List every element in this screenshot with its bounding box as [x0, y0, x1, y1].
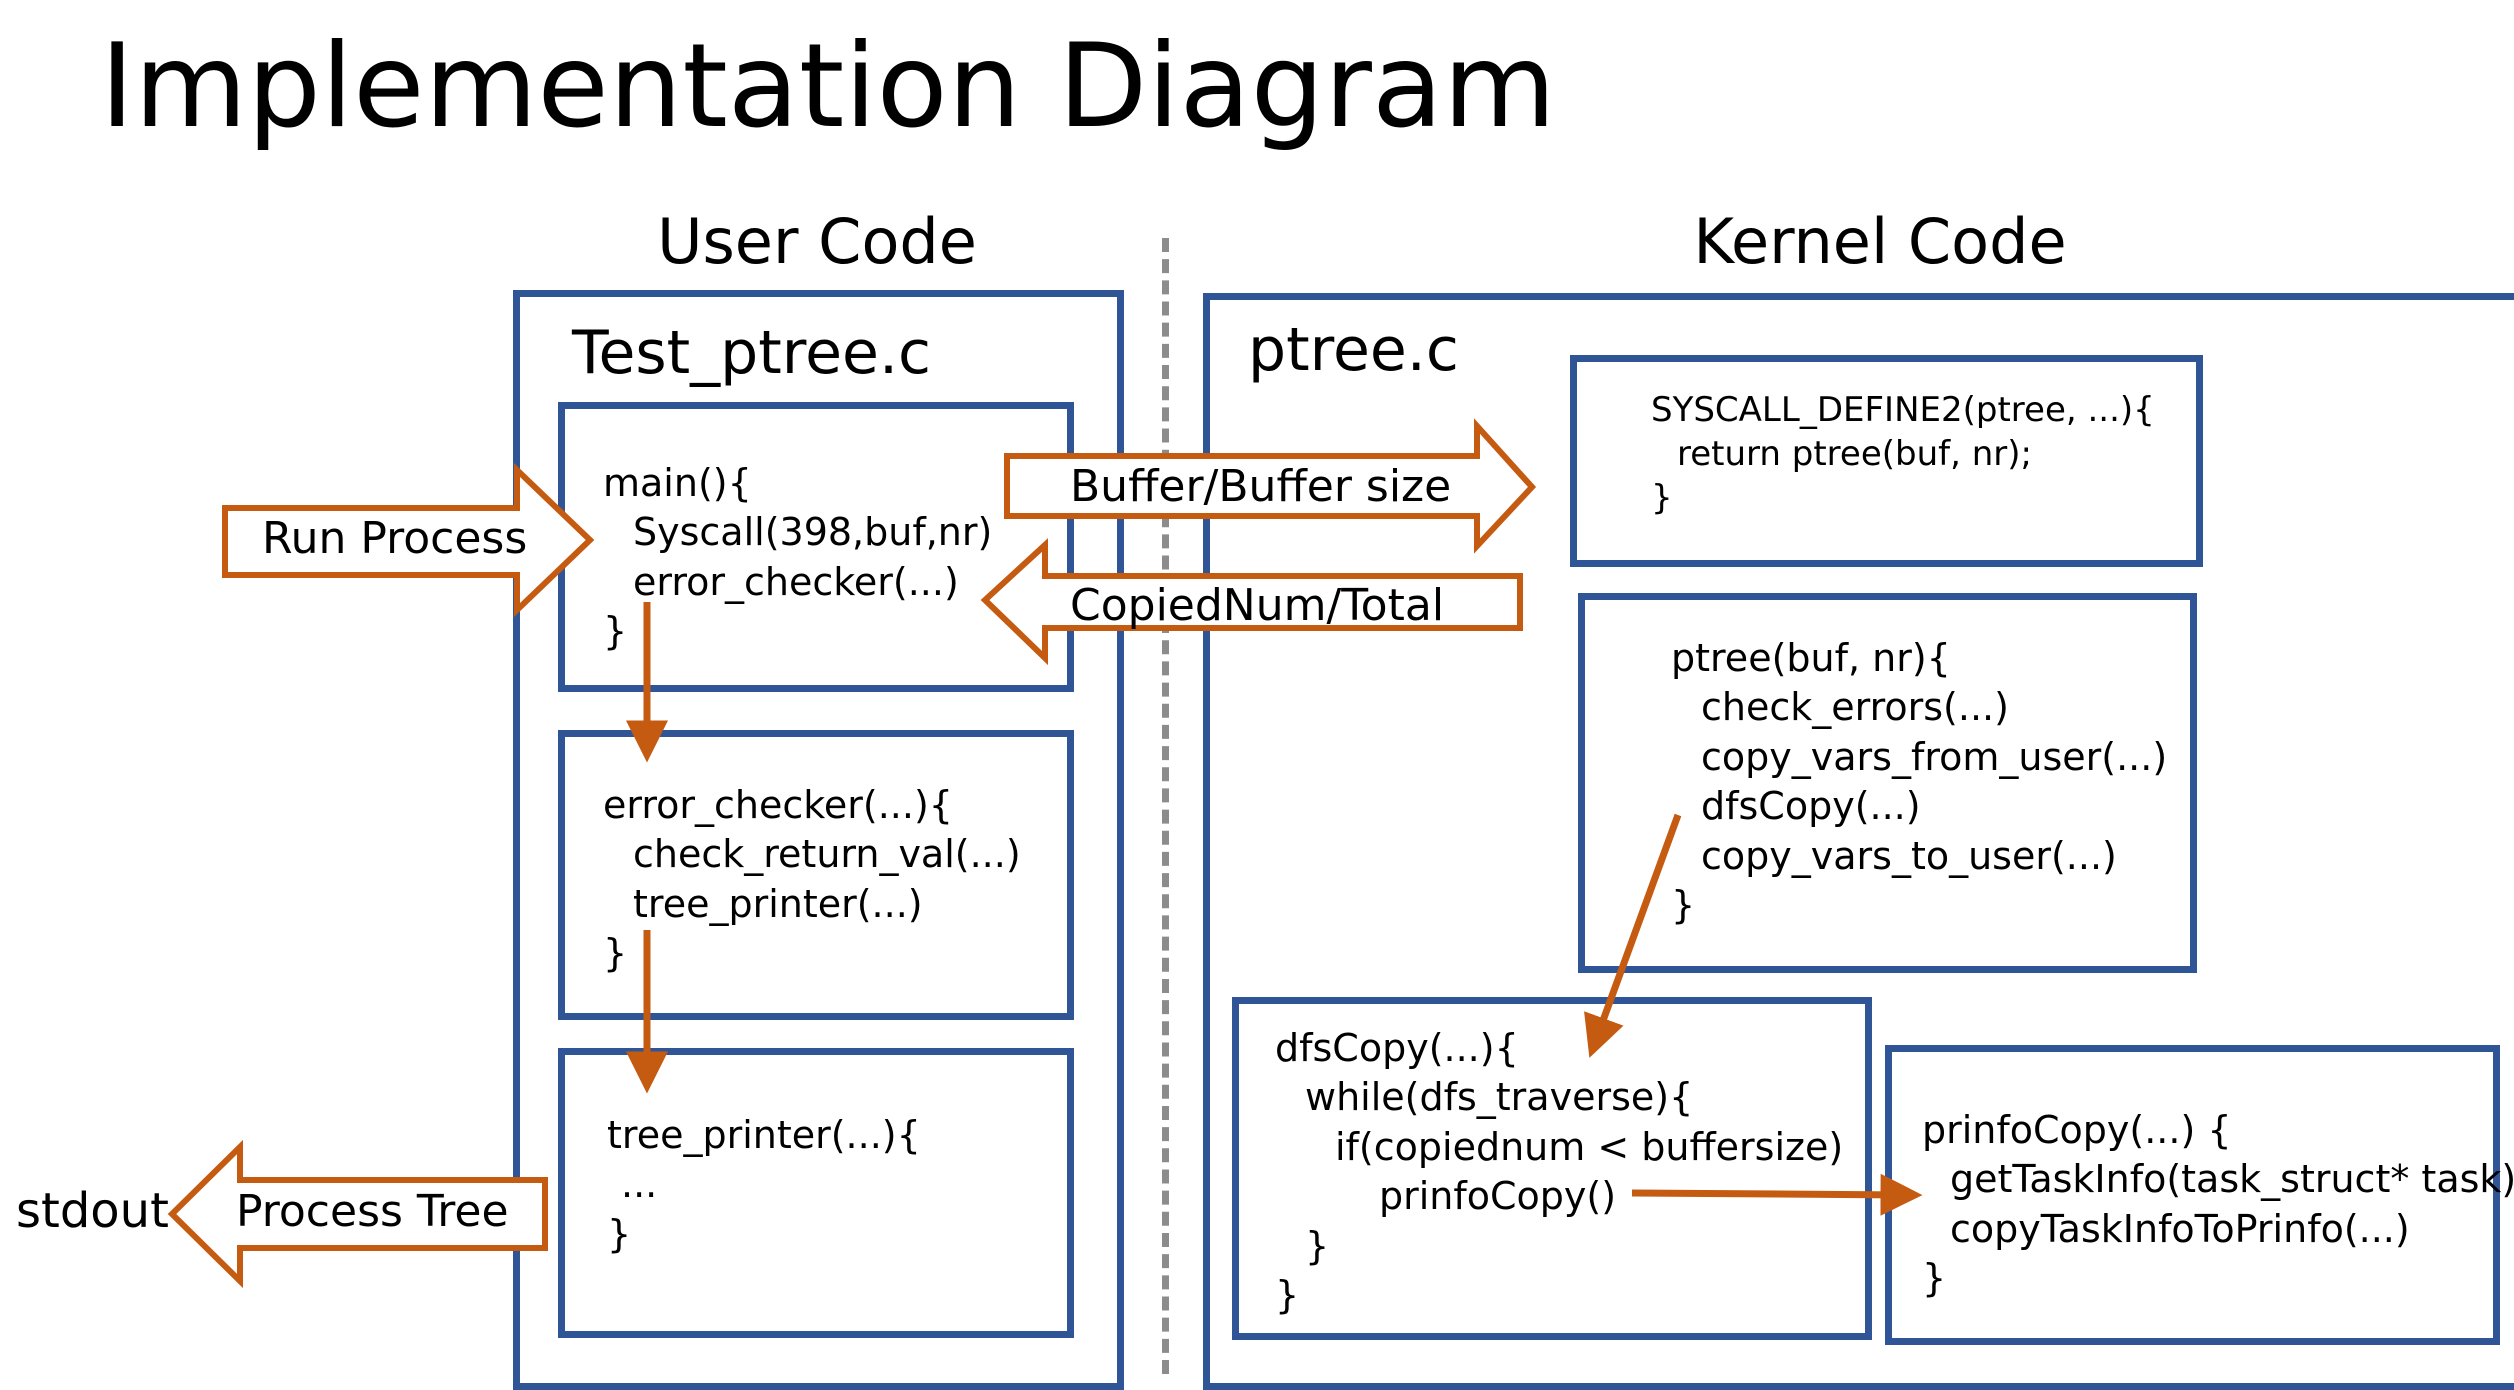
tree-printer-box: tree_printer(...){ ... } — [558, 1048, 1074, 1338]
dfscopy-to-prinfocopy-arrow — [1631, 1173, 1923, 1216]
code-line: } — [1305, 1223, 1330, 1268]
copied-num-label: CopiedNum/Total — [1070, 580, 1445, 631]
code-line: copyTaskInfoToPrinfo(...) — [1950, 1206, 2410, 1251]
code-line: main(){ — [603, 461, 752, 505]
code-line: } — [1922, 1256, 1947, 1301]
process-tree-label: Process Tree — [236, 1186, 509, 1237]
ptree-function-box: ptree(buf, nr){ check_errors(...) copy_v… — [1578, 593, 2197, 973]
code-line: error_checker(...) — [633, 559, 959, 604]
kernel-code-heading: Kernel Code — [1693, 205, 2067, 278]
kernel-file-label: ptree.c — [1248, 315, 1459, 385]
code-line: check_return_val(...) — [633, 832, 1021, 877]
user-kernel-divider — [1162, 238, 1169, 1374]
code-line: while(dfs_traverse){ — [1305, 1075, 1694, 1120]
ptree-to-dfscopy-arrow — [1584, 813, 1682, 1058]
code-line: } — [1275, 1272, 1300, 1317]
syscall-define-box: SYSCALL_DEFINE2(ptree, ...){ return ptre… — [1570, 355, 2203, 567]
prinfocopy-function-box: prinfoCopy(...) { getTaskInfo(task_struc… — [1885, 1045, 2514, 1345]
code-line: SYSCALL_DEFINE2(ptree, ...){ — [1651, 390, 2155, 430]
code-line: getTaskInfo(task_struct* task) — [1950, 1157, 2514, 1202]
user-file-label: Test_ptree.c — [572, 318, 932, 388]
code-line: prinfoCopy(...) { — [1922, 1108, 2232, 1152]
user-code-heading: User Code — [657, 205, 977, 278]
code-line: tree_printer(...){ — [607, 1113, 921, 1157]
code-line: prinfoCopy() — [1379, 1174, 1617, 1219]
dfscopy-function-box: dfsCopy(...){ while(dfs_traverse){ if(co… — [1232, 997, 1872, 1340]
code-line: } — [1651, 478, 1673, 519]
run-process-arrow — [222, 462, 595, 618]
code-line: } — [1671, 882, 1696, 927]
code-line: } — [607, 1211, 632, 1256]
code-line: check_errors(...) — [1701, 685, 2009, 730]
stdout-label: stdout — [16, 1183, 169, 1239]
code-line: ... — [621, 1162, 658, 1207]
process-tree-arrow — [167, 1139, 548, 1289]
code-line: Syscall(398,buf,nr) — [633, 510, 993, 555]
code-line: if(copiednum < buffersize) — [1335, 1124, 1844, 1169]
code-line: } — [603, 931, 628, 976]
run-process-label: Run Process — [262, 513, 528, 564]
code-line: dfsCopy(...){ — [1275, 1026, 1519, 1070]
code-line: error_checker(...){ — [603, 783, 953, 827]
code-line: copy_vars_from_user(...) — [1701, 734, 2168, 779]
buffer-size-label: Buffer/Buffer size — [1070, 461, 1452, 512]
copied-num-arrow — [980, 538, 1523, 666]
code-line: tree_printer(...) — [633, 881, 923, 926]
diagram-title: Implementation Diagram — [100, 19, 1557, 154]
buffer-size-arrow — [1004, 418, 1537, 554]
code-line: ptree(buf, nr){ — [1671, 636, 1951, 680]
code-line: copy_vars_to_user(...) — [1701, 833, 2117, 878]
code-line: } — [603, 609, 628, 654]
code-line: return ptree(buf, nr); — [1677, 434, 2032, 475]
code-line: dfsCopy(...) — [1701, 784, 1921, 829]
